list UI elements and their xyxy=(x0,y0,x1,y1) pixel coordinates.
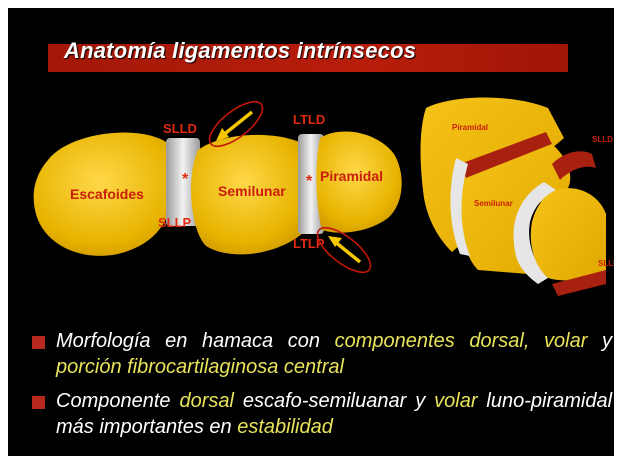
slide: Anatomía ligamentos intrínsecos xyxy=(8,8,614,456)
ltlp-arrow-icon xyxy=(328,236,362,264)
bullet-2-text-1: Componente xyxy=(56,390,180,412)
bullet-1-highlight-2: porción fibrocartilaginosa central xyxy=(56,356,344,378)
right-semilunar-label: Semilunar xyxy=(474,199,513,208)
sllp-label: SLLP xyxy=(158,215,192,230)
lt-asterisk: * xyxy=(306,173,313,190)
bullet-2-highlight-2: volar xyxy=(434,390,478,412)
sl-asterisk: * xyxy=(182,171,189,188)
ltlp-highlight-ellipse xyxy=(316,226,372,274)
bullet-1-highlight-1: componentes dorsal, volar xyxy=(334,330,588,352)
bullet-2-text-3: luno-piramidal más importantes en xyxy=(56,390,613,438)
right-escafoides-bone xyxy=(530,188,606,281)
slld-arrow-icon xyxy=(216,110,254,141)
slide-title: Anatomía ligamentos intrínsecos xyxy=(64,38,417,63)
bullet-item-2: Componente dorsal escafo-semiluanar y vo… xyxy=(32,388,612,440)
bullet-2-highlight-3: estabilidad xyxy=(237,416,333,438)
bullet-list: Morfología en hamaca con componentes dor… xyxy=(32,328,612,440)
bullet-square-icon xyxy=(32,396,45,409)
right-white-ligament-1 xyxy=(450,158,470,256)
semilunar-bone xyxy=(191,134,310,255)
ltld-label: LTLD xyxy=(293,112,325,127)
semilunar-label: Semilunar xyxy=(218,183,286,199)
ltlp-label: LTLP xyxy=(293,236,325,251)
bullet-item-1: Morfología en hamaca con componentes dor… xyxy=(32,328,612,380)
piramidal-bone xyxy=(316,131,402,233)
right-piramidal-label: Piramidal xyxy=(452,123,488,132)
right-slld-label: SLLD xyxy=(592,135,613,144)
right-semilunar-bone xyxy=(460,144,571,274)
right-white-ligament-2 xyxy=(513,182,556,284)
escafoides-label: Escafoides xyxy=(70,186,144,202)
piramidal-label: Piramidal xyxy=(320,168,383,184)
anatomy-illustration: * * SLLD SLLP LTLD LTLP Escafoides Semil… xyxy=(33,97,614,296)
bullet-square-icon xyxy=(32,336,45,349)
slld-label: SLLD xyxy=(163,121,197,136)
right-sllp-label: SLLP xyxy=(598,259,614,268)
title-bar xyxy=(48,44,568,72)
right-sllp-ligament xyxy=(552,270,606,296)
right-lt-ligament xyxy=(460,132,552,178)
sl-ligament xyxy=(166,138,200,226)
bullet-1-text-2: y xyxy=(587,330,612,352)
escafoides-bone xyxy=(33,132,181,256)
bullet-1-text-1: Morfología en hamaca con xyxy=(56,330,335,352)
bullet-2-highlight-1: dorsal xyxy=(179,390,234,412)
slld-highlight-ellipse xyxy=(208,100,264,148)
bullet-2-text-2: escafo-semiluanar y xyxy=(233,390,435,412)
right-slld-ligament xyxy=(552,151,596,180)
